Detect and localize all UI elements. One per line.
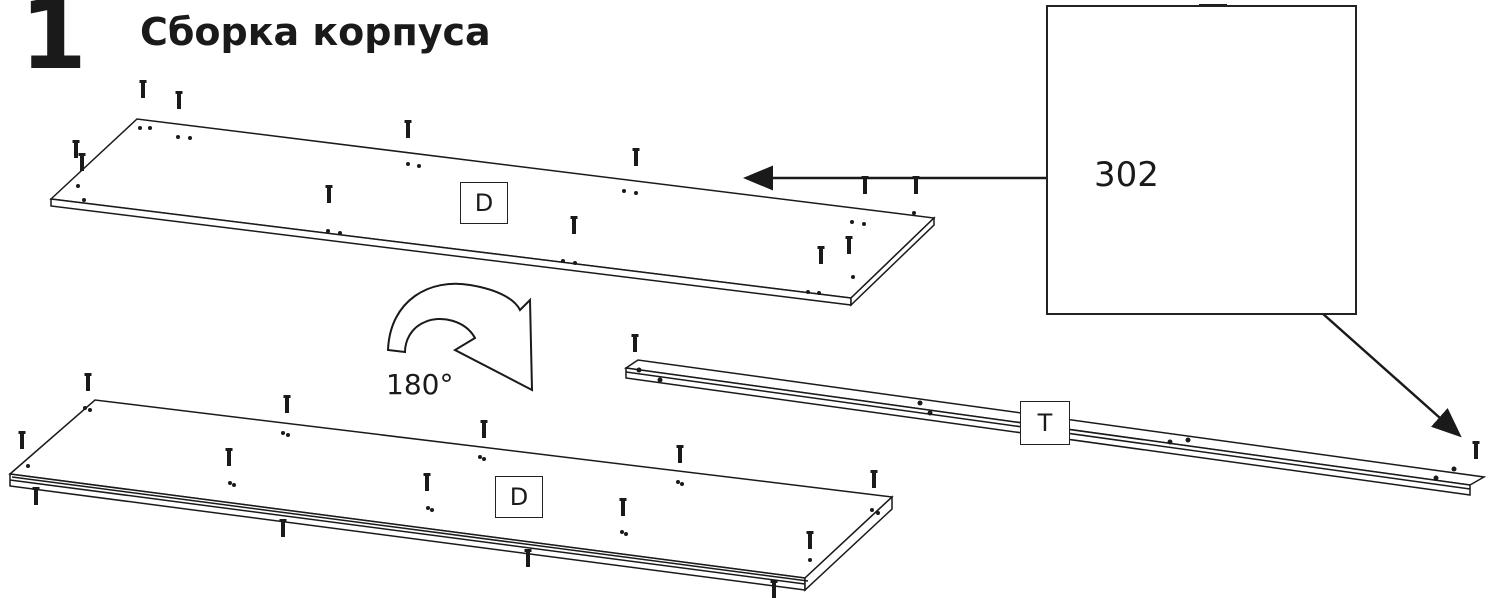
top-panel-holes [76, 126, 916, 295]
rotation-label: 180° [386, 368, 454, 401]
rail-holes [636, 367, 1457, 481]
part-code-label: 302 [1094, 155, 1159, 195]
step-title: Сборка корпуса [140, 10, 491, 54]
pointer-arrow-rail [1321, 312, 1462, 438]
bottom-panel [8, 399, 894, 592]
rail-label: T [1020, 401, 1070, 445]
rotate-arrow-icon [386, 282, 534, 392]
detail-box [1046, 5, 1357, 315]
panel-label-bottom: D [495, 476, 543, 518]
panel-label-top: D [460, 182, 508, 224]
step-number: 1 [20, 0, 87, 91]
bottom-panel-holes [26, 406, 880, 562]
